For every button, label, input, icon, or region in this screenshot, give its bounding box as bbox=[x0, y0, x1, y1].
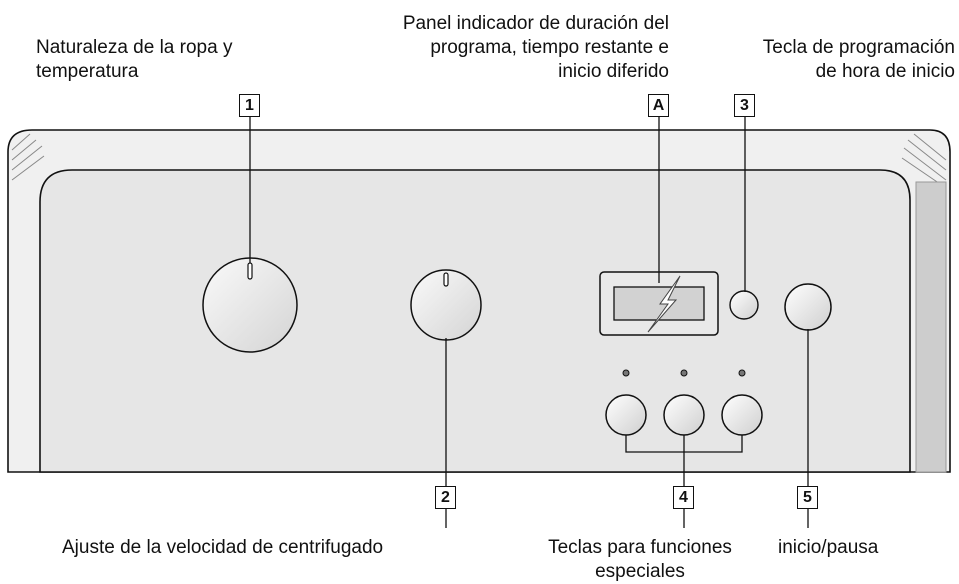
function-led-1 bbox=[622, 369, 630, 377]
label-start-time-key: Tecla de programación de hora de inicio bbox=[763, 36, 955, 84]
label-line: Teclas para funciones bbox=[548, 537, 732, 558]
label-spin-speed: Ajuste de la velocidad de centrifugado bbox=[62, 536, 383, 560]
label-start-pause: inicio/pausa bbox=[778, 536, 878, 560]
label-line: programa, tiempo restante e bbox=[430, 37, 669, 58]
callout-a: A bbox=[648, 94, 669, 117]
display-glare bbox=[647, 275, 681, 333]
label-special-functions-text: Teclas para funciones especiales bbox=[485, 536, 885, 584]
start-time-button[interactable] bbox=[729, 290, 759, 320]
leader-lines bbox=[249, 116, 809, 528]
label-line: temperatura bbox=[36, 61, 139, 82]
label-line: Tecla de programación bbox=[762, 37, 955, 58]
panel-side-strip bbox=[915, 181, 947, 473]
callout-4: 4 bbox=[673, 486, 694, 509]
function-button-3[interactable] bbox=[721, 394, 763, 436]
function-button-1[interactable] bbox=[605, 394, 647, 436]
label-line: Panel indicador de duración del bbox=[402, 13, 669, 34]
label-line: inicio/pausa bbox=[778, 537, 879, 558]
label-program-selection: Naturaleza de la ropa y temperatura bbox=[36, 36, 232, 84]
label-line: Ajuste de la velocidad de centrifugado bbox=[62, 537, 384, 558]
callout-3: 3 bbox=[734, 94, 755, 117]
panel-corner-hatching bbox=[11, 133, 947, 189]
function-led-2 bbox=[680, 369, 688, 377]
callout-1: 1 bbox=[239, 94, 260, 117]
program-knob-indicator bbox=[247, 262, 253, 280]
label-display-panel: Panel indicador de duración del programa… bbox=[403, 12, 669, 84]
start-pause-button[interactable] bbox=[784, 283, 832, 331]
label-line: inicio diferido bbox=[558, 61, 669, 82]
callout-2: 2 bbox=[435, 486, 456, 509]
label-line: de hora de inicio bbox=[815, 61, 955, 82]
label-line: Naturaleza de la ropa y bbox=[36, 37, 233, 58]
function-led-3 bbox=[738, 369, 746, 377]
spin-speed-knob-indicator bbox=[443, 272, 449, 287]
callout-5: 5 bbox=[797, 486, 818, 509]
function-button-2[interactable] bbox=[663, 394, 705, 436]
label-line: especiales bbox=[595, 561, 685, 582]
display-screen bbox=[613, 286, 705, 321]
